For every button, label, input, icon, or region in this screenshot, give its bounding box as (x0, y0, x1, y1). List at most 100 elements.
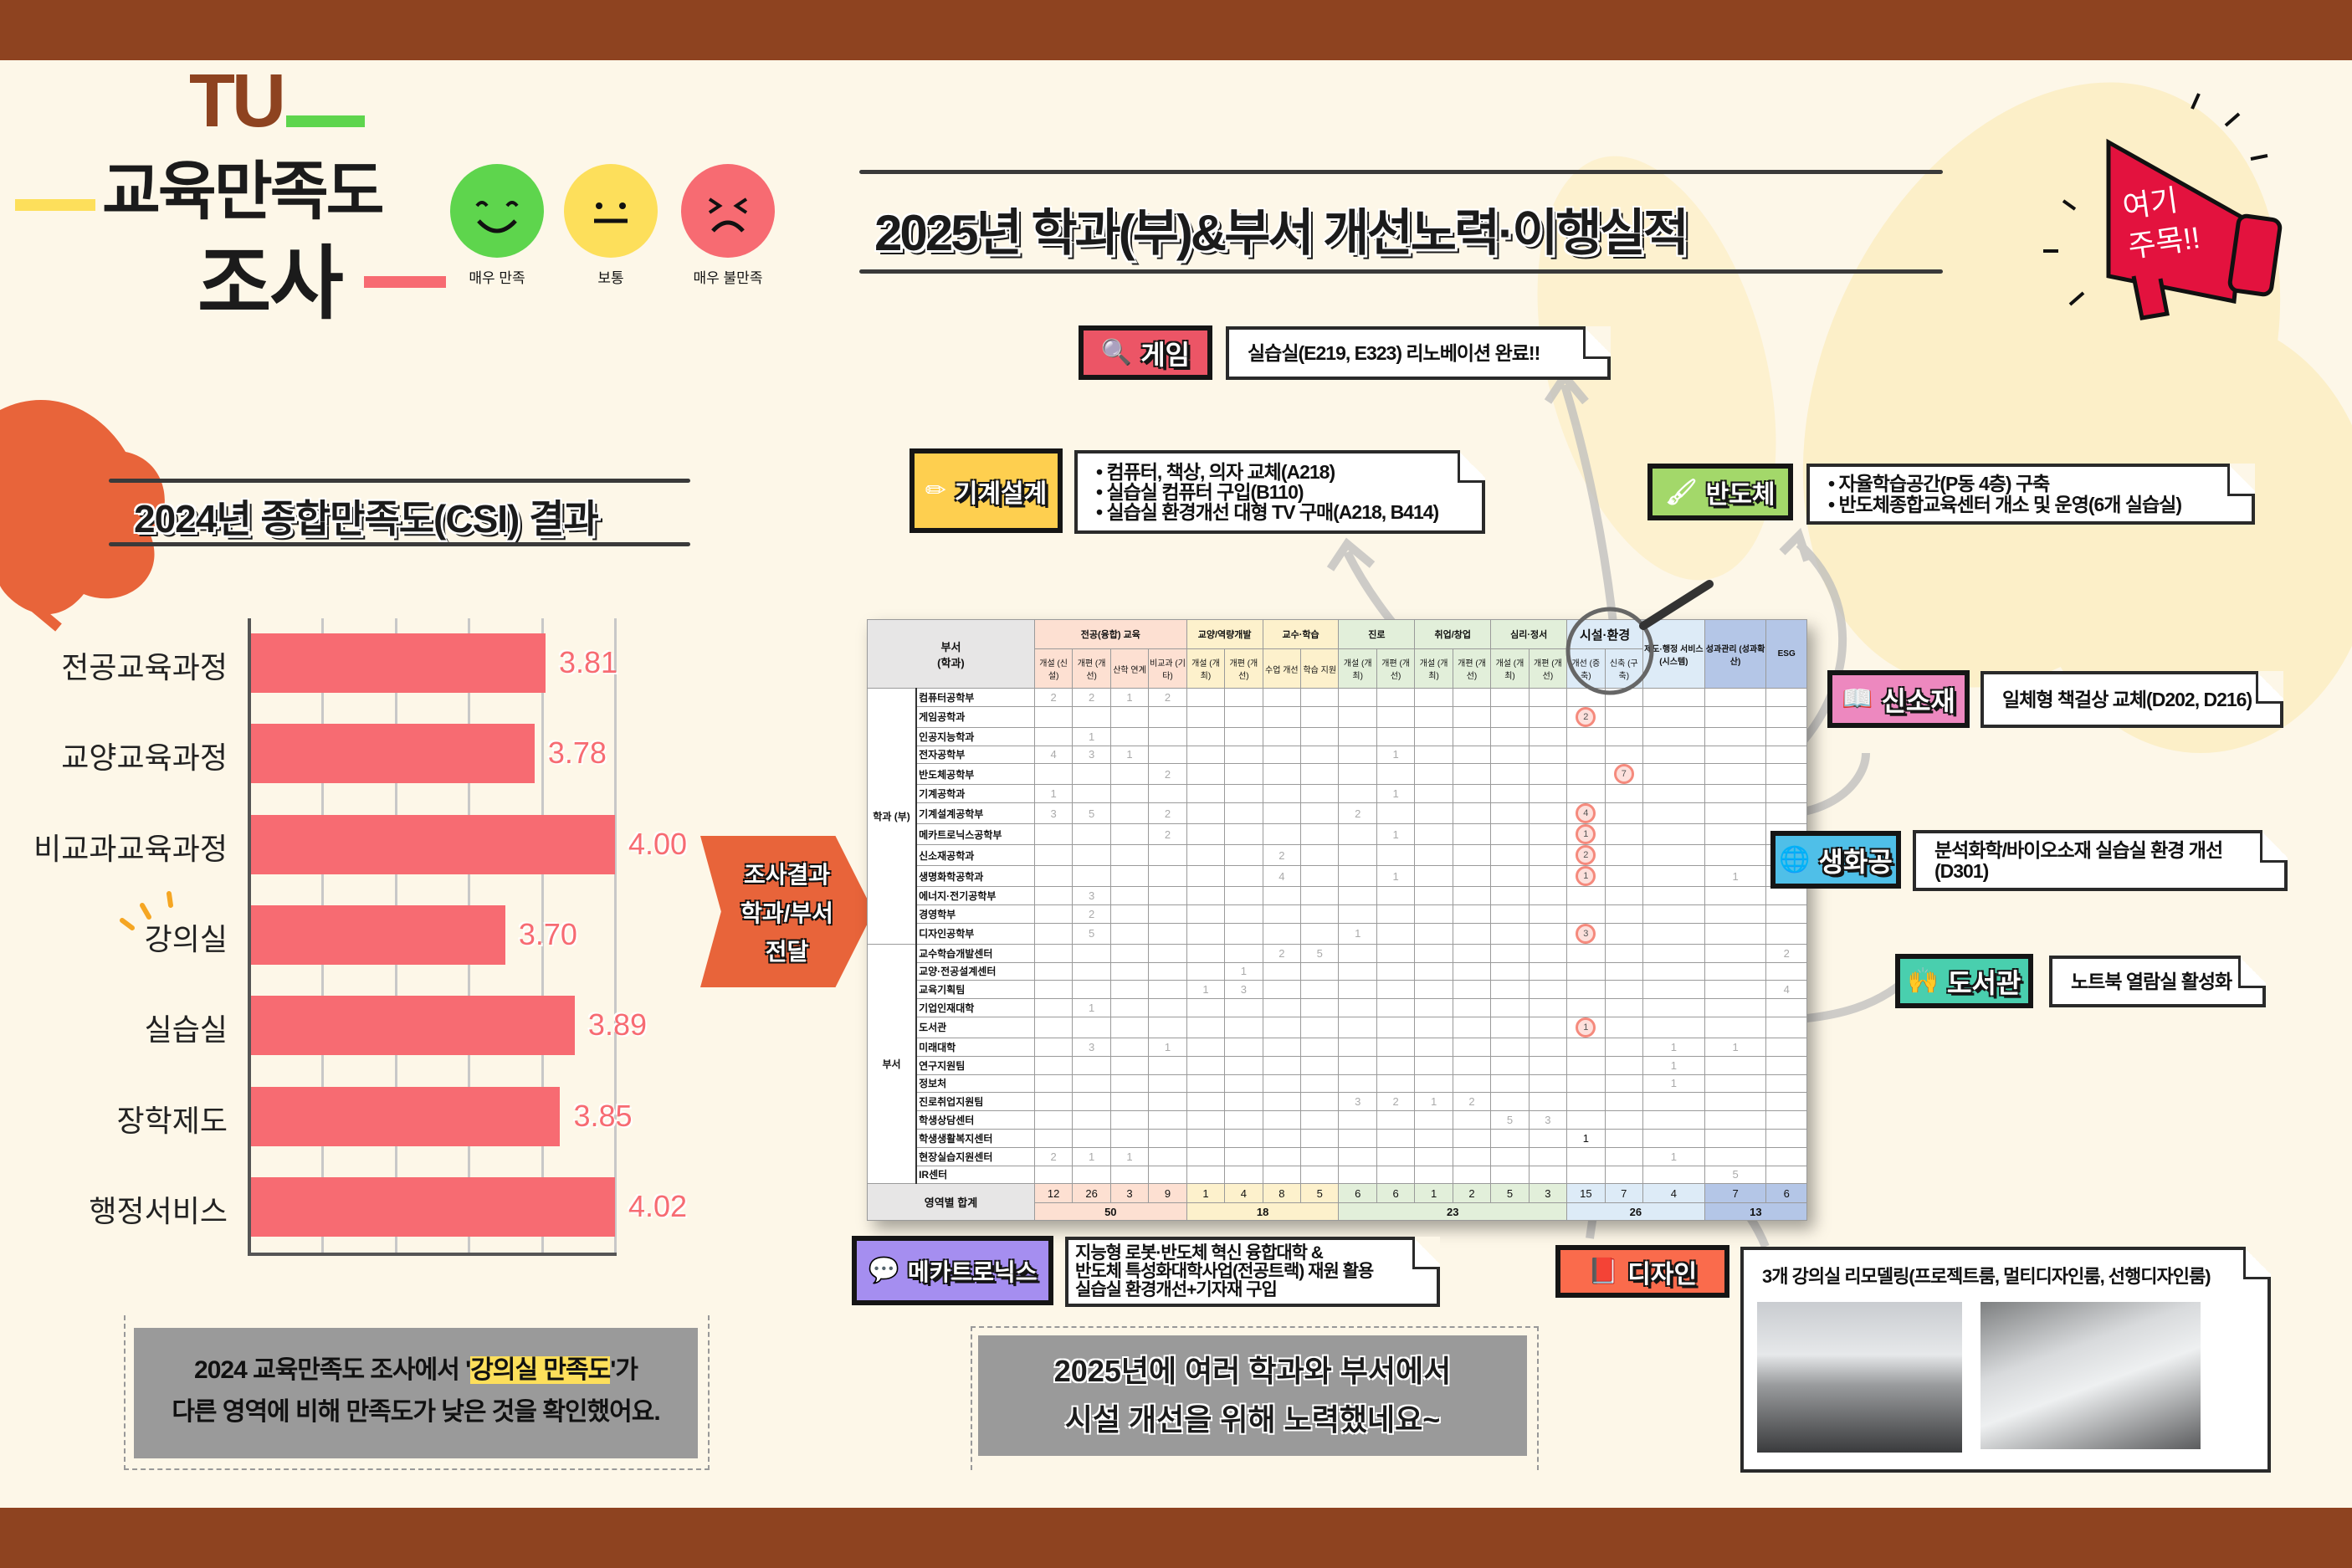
table-cell (1414, 802, 1453, 825)
table-cell (1642, 922, 1705, 945)
table-cell (1490, 763, 1530, 786)
table-cell (1765, 763, 1807, 786)
speech-bubble-icon: 💬 (868, 1257, 899, 1284)
table-cell (1224, 705, 1263, 728)
table-cell (1186, 904, 1226, 924)
row-name: 교양·전공설계센터 (915, 961, 1035, 981)
table-cell: 1 (1186, 980, 1226, 1000)
table-cell (1109, 961, 1150, 981)
row-name: 연구지원팀 (915, 1055, 1035, 1075)
table-cell (1300, 688, 1340, 707)
table-cell (1109, 705, 1150, 728)
table-cell (1148, 784, 1187, 804)
neutral-face-icon (564, 164, 658, 258)
table-cell (1528, 705, 1568, 728)
table-cell (1186, 763, 1226, 786)
row-name: 교육기획팀 (915, 980, 1035, 1000)
table-cell (1262, 886, 1302, 905)
table-cell (1338, 763, 1377, 786)
table-cell (1604, 1037, 1644, 1057)
table-cell (1186, 705, 1226, 728)
table-cell (1704, 823, 1767, 846)
logo-dash-red (364, 276, 446, 288)
table-cell (1224, 904, 1263, 924)
table-cell (1604, 1092, 1644, 1112)
table-cell (1452, 726, 1492, 746)
table-cell: 2 (1452, 1092, 1492, 1112)
table-cell (1642, 1165, 1705, 1185)
table-cell (1566, 726, 1606, 746)
magnifier-icon (1565, 580, 1714, 695)
table-cell (1186, 1110, 1226, 1130)
label-text: 생화공 (1818, 846, 1893, 877)
table-cell (1414, 823, 1453, 846)
table-cell (1300, 763, 1340, 786)
table-cell (1765, 1165, 1807, 1185)
table-cell (1224, 802, 1263, 825)
row-name: 정보처 (915, 1074, 1035, 1094)
table-cell (1414, 844, 1453, 867)
y-axis (248, 618, 251, 1253)
table-cell (1452, 844, 1492, 867)
subheader: 개설 (개최) (1414, 648, 1453, 689)
table-cell (1704, 980, 1767, 1000)
table-cell (1224, 1146, 1263, 1166)
table-cell (1033, 1128, 1074, 1148)
table-cell (1224, 844, 1263, 867)
subheader: 개편 (개선) (1452, 648, 1492, 689)
table-cell (1109, 904, 1150, 924)
table-cell (1109, 886, 1150, 905)
book-icon: 📖 (1842, 685, 1873, 713)
callout-line: 반도체 특성화대학사업(전공트랙) 재원 활용 (1075, 1261, 1374, 1281)
table-cell (1033, 1165, 1074, 1185)
table-cell (1604, 980, 1644, 1000)
table-cell (1376, 844, 1416, 867)
corner-header: 부서(학과) (867, 619, 1035, 689)
table-cell (1376, 1128, 1416, 1148)
table-cell (1452, 904, 1492, 924)
table-cell (1338, 705, 1377, 728)
orange-leaf-icon (0, 400, 165, 632)
callout-chem: 분석화학/바이오소재 실습실 환경 개선(D301) (1913, 830, 2288, 891)
table-cell: 1 (1566, 865, 1606, 888)
row-name: 미래대학 (915, 1037, 1035, 1057)
label-semi: 🖌반도체 (1647, 464, 1793, 520)
table-cell (1376, 998, 1416, 1017)
table-cell: 3 (1528, 1110, 1568, 1130)
table-cell (1528, 865, 1568, 888)
subheader: 개편 (개선) (1376, 648, 1416, 689)
table-cell (1033, 823, 1074, 846)
table-cell (1186, 726, 1226, 746)
label-text: 신소재 (1881, 685, 1955, 716)
table-cell (1186, 688, 1226, 707)
table-cell: 4 (1566, 802, 1606, 825)
raised-hands-icon: 🙌 (1907, 967, 1940, 995)
table-cell (1338, 844, 1377, 867)
label-text: 디자인 (1627, 1260, 1698, 1289)
brush-icon: 🖌 (1665, 478, 1698, 506)
table-cell (1338, 886, 1377, 905)
group-header: 심리·정서 (1490, 619, 1568, 649)
table-cell (1452, 705, 1492, 728)
table-cell (1528, 688, 1568, 707)
table-cell (1490, 980, 1530, 1000)
table-cell (1490, 745, 1530, 765)
table-cell (1642, 943, 1705, 963)
table-cell (1414, 886, 1453, 905)
globe-icon: 🌐 (1779, 846, 1811, 874)
table-cell (1262, 705, 1302, 728)
callout-mech: • 컴퓨터, 책상, 의자 교체(A218)• 실습실 컴퓨터 구입(B110)… (1074, 450, 1485, 534)
table-cell: 1 (1072, 726, 1111, 746)
table-cell (1704, 802, 1767, 825)
table-cell (1148, 705, 1187, 728)
main-title: 2025년 학과(부)&부서 개선노력·이행실적 (874, 205, 1689, 261)
table-cell (1262, 1037, 1302, 1057)
callout-library: 노트북 열람실 활성화 (2049, 956, 2266, 1007)
table-cell (1604, 705, 1644, 728)
table-cell (1224, 745, 1263, 765)
table-cell (1490, 1128, 1530, 1148)
